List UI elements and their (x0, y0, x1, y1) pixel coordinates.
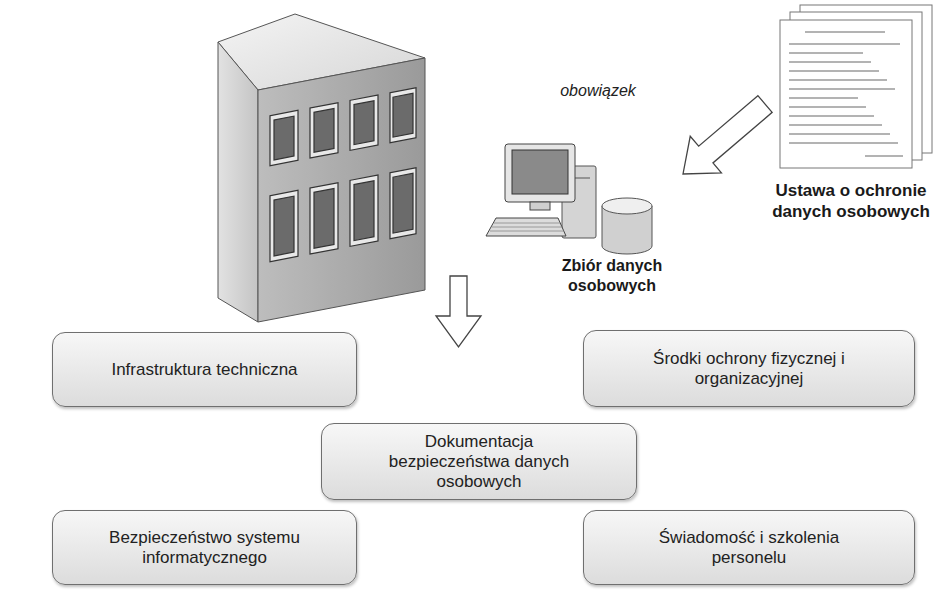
building-illustration (218, 14, 425, 322)
document-page (780, 20, 912, 168)
process-box: Dokumentacja bezpieczeństwa danych osobo… (321, 423, 637, 500)
hollow-arrow (683, 96, 772, 174)
document-text-lines (789, 32, 903, 156)
caption-label: Zbiór danych osobowych (542, 256, 682, 296)
data-set-computer: Zbiór danych osobowych (478, 138, 683, 296)
document-stack-icon (765, 4, 937, 176)
process-box: Bezpieczeństwo systemu informatycznego (52, 510, 357, 585)
process-box: Środki ochrony fizycznej i organizacyjne… (583, 330, 915, 407)
box-label: Infrastruktura techniczna (111, 360, 297, 380)
box-label: Dokumentacja bezpieczeństwa danych osobo… (379, 432, 579, 492)
edge-label: obowiązek (560, 82, 636, 100)
law-document: Ustawa o ochronie danych osobowych (765, 4, 937, 222)
hollow-down-arrow (436, 276, 481, 347)
process-box: Infrastruktura techniczna (52, 332, 357, 407)
caption-label: Ustawa o ochronie danych osobowych (771, 180, 931, 222)
computer-database-icon (478, 138, 683, 256)
process-box: Świadomość i szkolenia personelu (583, 510, 915, 585)
box-label: Bezpieczeństwo systemu informatycznego (90, 528, 320, 568)
box-label: Środki ochrony fizycznej i organizacyjne… (614, 349, 884, 389)
box-label: Świadomość i szkolenia personelu (634, 528, 864, 568)
